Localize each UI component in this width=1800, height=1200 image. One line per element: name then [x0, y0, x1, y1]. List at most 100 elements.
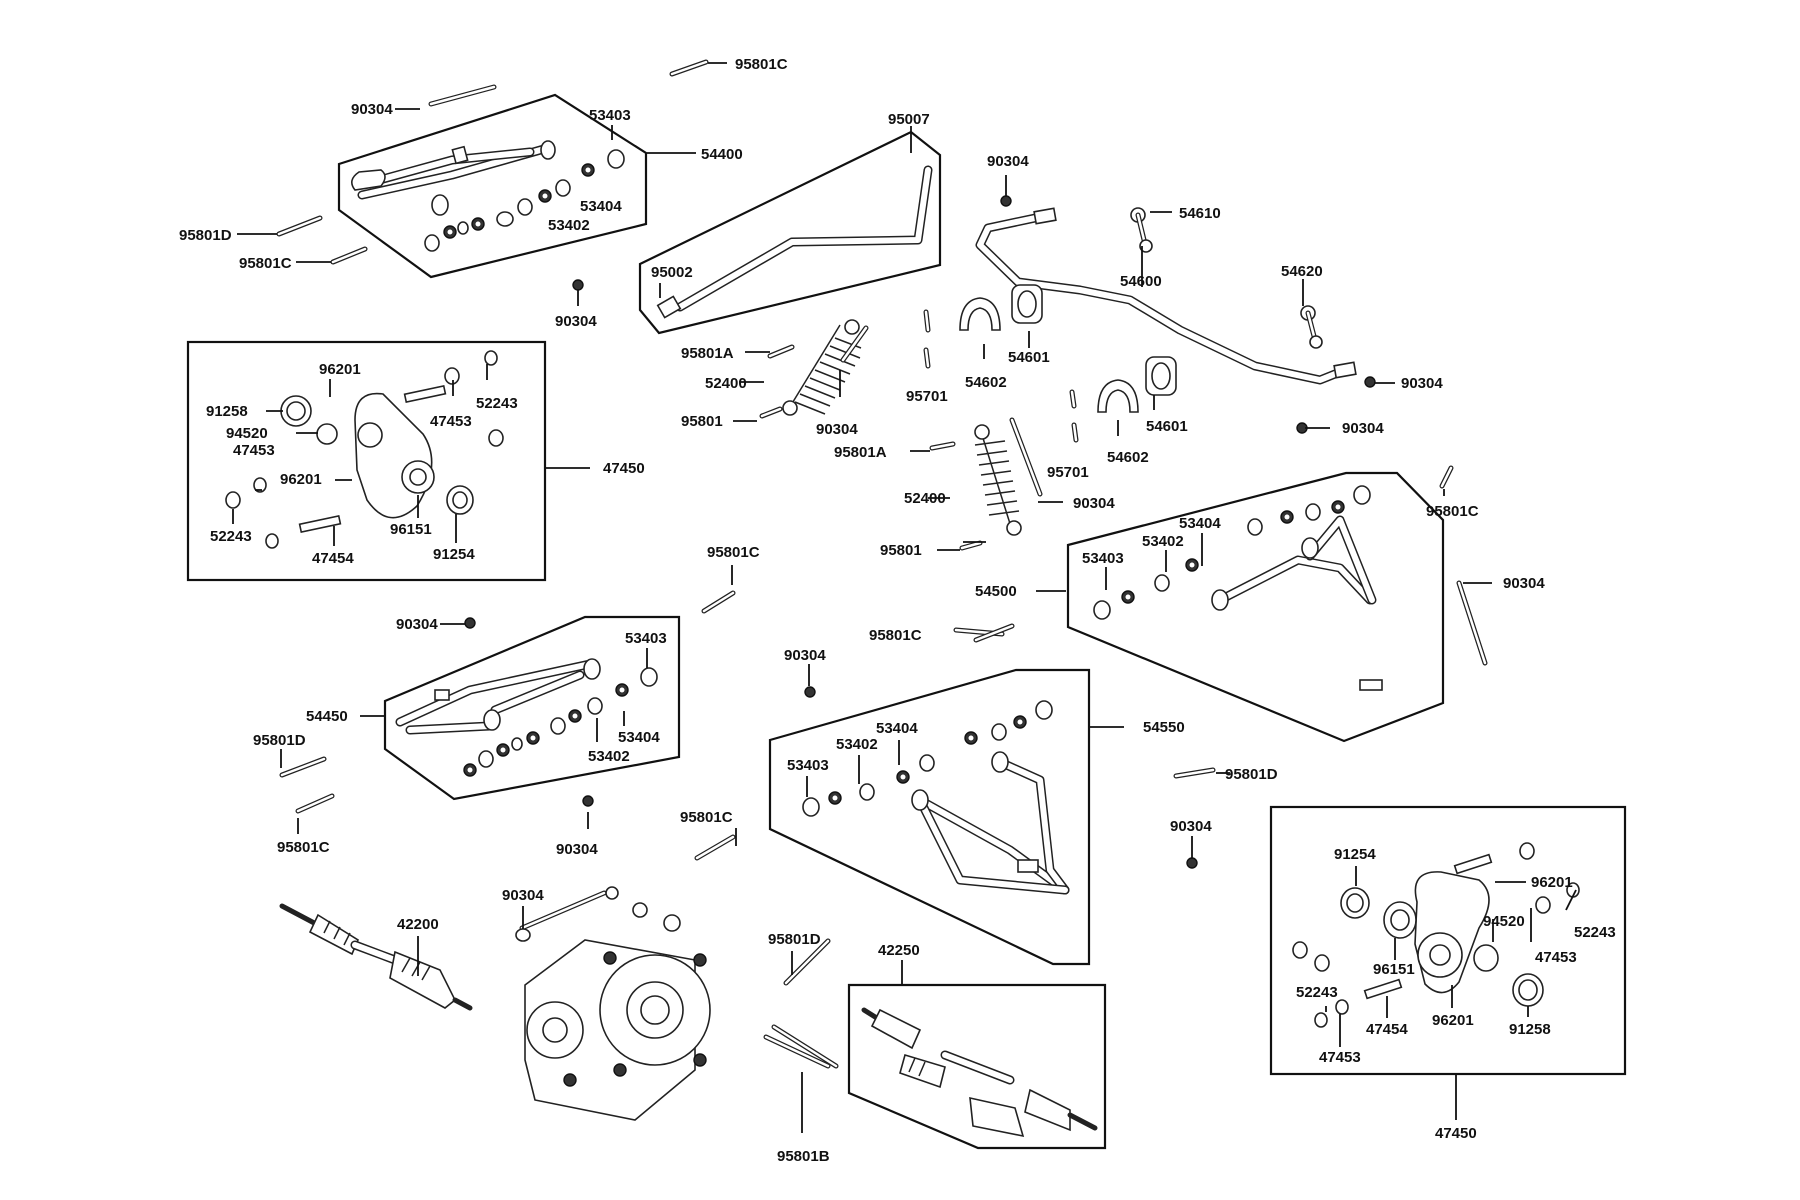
label-53402-upper-arm: 53402	[548, 217, 590, 234]
label-90304-mid-right: 90304	[1170, 818, 1212, 835]
label-52243-right-1: 52243	[1574, 924, 1616, 941]
bushings-54500	[1093, 485, 1371, 620]
label-53402-lower-left: 53402	[588, 748, 630, 765]
label-95801d-mid-right: 95801D	[1225, 766, 1278, 783]
label-54500: 54500	[975, 583, 1017, 600]
label-90304-upper-left: 90304	[555, 313, 597, 330]
label-53403-upper-arm: 53403	[589, 107, 631, 124]
label-47453-left-2: 47453	[233, 442, 275, 459]
label-90304-differential: 90304	[502, 887, 544, 904]
label-95801c-right: 95801C	[1426, 503, 1479, 520]
label-54450: 54450	[306, 708, 348, 725]
label-95801a-1: 95801A	[681, 345, 734, 362]
label-95002: 95002	[651, 264, 693, 281]
lower-arm-center-frame	[768, 668, 1091, 966]
label-47453-right-1: 47453	[1535, 949, 1577, 966]
label-54600: 54600	[1120, 273, 1162, 290]
link-rod-54610	[1130, 207, 1153, 253]
label-53403-lower-right: 53403	[787, 757, 829, 774]
label-90304-shock-2: 90304	[1073, 495, 1115, 512]
label-96151-right: 96151	[1373, 961, 1415, 978]
bushings-top-left-row2	[424, 217, 485, 252]
sway-bar-54600	[975, 207, 1357, 385]
label-95801-1: 95801	[681, 413, 723, 430]
label-52243-left-1: 52243	[476, 395, 518, 412]
label-53402-right: 53402	[1142, 533, 1184, 550]
label-90304-stab-bar: 90304	[987, 153, 1029, 170]
label-53402-lower-right: 53402	[836, 736, 878, 753]
label-96201-left-1: 96201	[319, 361, 361, 378]
label-54620: 54620	[1281, 263, 1323, 280]
label-95801c-mid-2: 95801C	[869, 627, 922, 644]
shock-absorber-2	[974, 424, 1022, 536]
driveshaft-right-frame	[847, 983, 1107, 1150]
bushing-54601-b	[1145, 356, 1177, 396]
label-95701-a: 95701	[906, 388, 948, 405]
label-96201-right-2: 96201	[1432, 1012, 1474, 1029]
label-54610: 54610	[1179, 205, 1221, 222]
label-91258-left: 91258	[206, 403, 248, 420]
label-53404-lower-right: 53404	[876, 720, 918, 737]
label-95801-2: 95801	[880, 542, 922, 559]
label-95801c-top-left: 95801C	[239, 255, 292, 272]
label-47454-right: 47454	[1366, 1021, 1408, 1038]
label-90304-lower-left-2: 90304	[556, 841, 598, 858]
bushings-54550	[802, 700, 1053, 817]
label-54602-a: 54602	[965, 374, 1007, 391]
label-95801c-lower-left-2: 95801C	[680, 809, 733, 826]
label-95801d-bottom: 95801D	[768, 931, 821, 948]
lower-arm-54500-drawing	[1211, 515, 1383, 691]
label-95801d-lower-left: 95801D	[253, 732, 306, 749]
label-53404-upper-arm: 53404	[580, 198, 622, 215]
label-95801a-2: 95801A	[834, 444, 887, 461]
bracket-54602-b	[1097, 379, 1139, 413]
differential-housing-drawing	[524, 886, 711, 1121]
label-94520-left: 94520	[226, 425, 268, 442]
label-96201-left-2: 96201	[280, 471, 322, 488]
label-94520-right: 94520	[1483, 913, 1525, 930]
label-54601-b: 54601	[1146, 418, 1188, 435]
label-42250: 42250	[878, 942, 920, 959]
label-96151-left: 96151	[390, 521, 432, 538]
drive-axle-42200-drawing	[279, 903, 473, 1011]
bushing-54601-a	[1011, 284, 1043, 324]
knuckle-right-drawing	[1292, 842, 1580, 1028]
lower-arm-right-frame	[1066, 471, 1445, 743]
label-47453-right-2: 47453	[1319, 1049, 1361, 1066]
label-90304-shock-1: 90304	[816, 421, 858, 438]
upper-arm-rear-left-frame	[383, 615, 681, 801]
label-47450-right: 47450	[1435, 1125, 1477, 1142]
label-52400-2: 52400	[904, 490, 946, 507]
bracket-54602-a	[959, 297, 1001, 331]
label-53404-right: 53404	[1179, 515, 1221, 532]
label-91258-right: 91258	[1509, 1021, 1551, 1038]
label-90304-mid-2: 90304	[784, 647, 826, 664]
label-95801c-lower-left: 95801C	[277, 839, 330, 856]
upper-arm-a-arm-top-left	[351, 140, 556, 216]
label-54550: 54550	[1143, 719, 1185, 736]
label-91254-left: 91254	[433, 546, 475, 563]
label-95801c-top: 95801C	[735, 56, 788, 73]
label-90304-stab-right: 90304	[1401, 375, 1443, 392]
upper-arm-left-frame	[337, 93, 648, 279]
label-90304-right-2: 90304	[1342, 420, 1384, 437]
label-90304-right-3: 90304	[1503, 575, 1545, 592]
label-42200: 42200	[397, 916, 439, 933]
upper-arm-54450-drawing	[395, 658, 601, 735]
label-95801d-top-left: 95801D	[179, 227, 232, 244]
drive-axle-42250-drawing	[861, 1007, 1098, 1138]
bushings-54450	[463, 667, 658, 777]
label-96201-right-1: 96201	[1531, 874, 1573, 891]
label-90304-top-left: 90304	[351, 101, 393, 118]
label-47454-left: 47454	[312, 550, 354, 567]
stabilizer-bar-rod	[656, 165, 933, 319]
lower-arm-54550-drawing	[911, 751, 1070, 895]
label-47453-left-1: 47453	[430, 413, 472, 430]
label-95701-b: 95701	[1047, 464, 1089, 481]
label-95801c-mid: 95801C	[707, 544, 760, 561]
knuckle-left-drawing	[225, 350, 504, 549]
shock-absorber-1	[782, 319, 862, 416]
label-47450-left: 47450	[603, 460, 645, 477]
label-53404-lower-left: 53404	[618, 729, 660, 746]
